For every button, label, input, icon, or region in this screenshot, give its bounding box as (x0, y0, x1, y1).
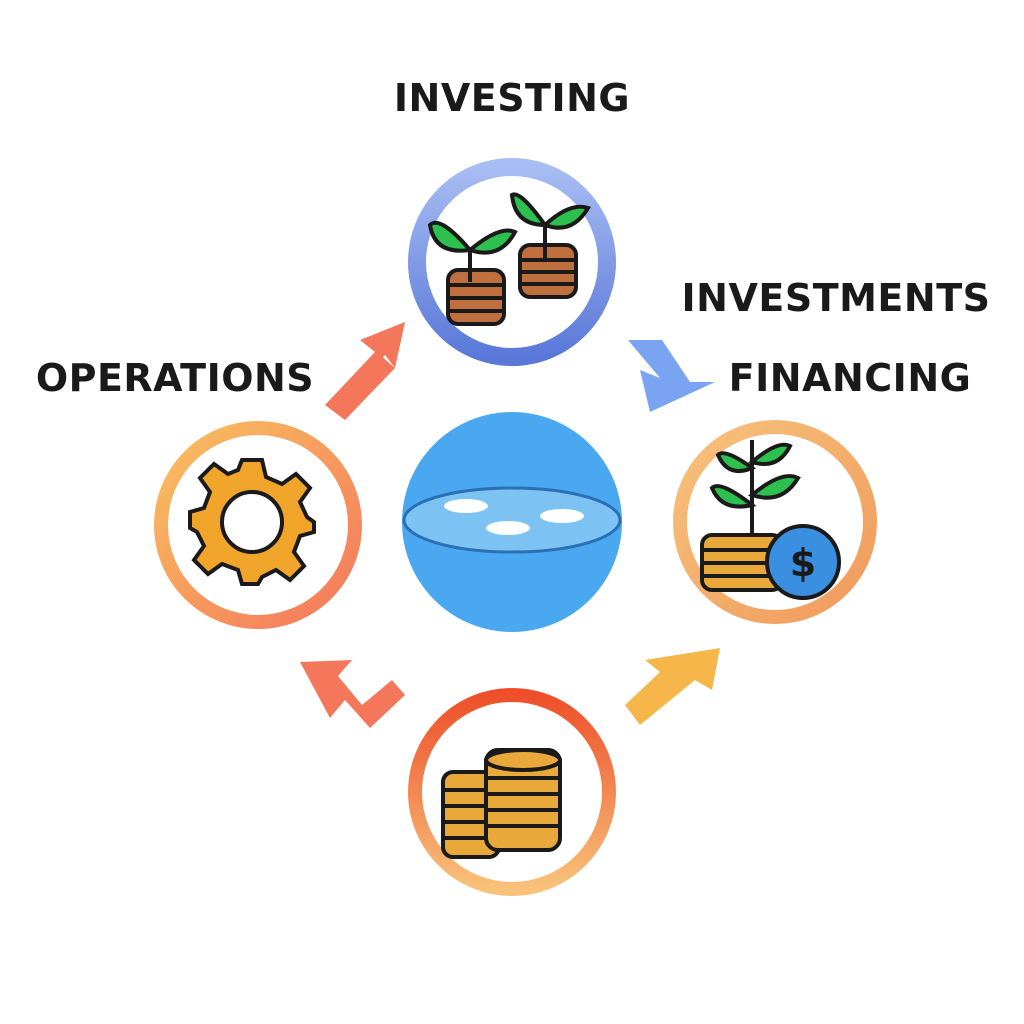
arrow-operations-to-investing (325, 322, 405, 420)
arrow-bottom-to-operations (300, 660, 405, 728)
arrow-bottom-to-financing (625, 648, 720, 725)
center-pool-icon (402, 412, 622, 632)
operations-node (154, 421, 362, 629)
dollar-icon: $ (790, 541, 816, 585)
arrow-investing-to-financing (628, 340, 715, 412)
label-operations: OPERATIONS (35, 356, 315, 400)
label-financing: FINANCING (728, 356, 972, 400)
coin-stacks-icon (441, 748, 562, 859)
label-investing: INVESTING (393, 76, 631, 120)
label-investments: INVESTMENTS (681, 276, 991, 320)
financing-node: $ (673, 420, 877, 624)
plant-coins-dollar-icon (700, 440, 841, 600)
bottom-node (408, 688, 616, 896)
sprouting-coins-icon (427, 192, 591, 326)
investing-node (408, 158, 616, 366)
gear-icon (188, 458, 316, 586)
